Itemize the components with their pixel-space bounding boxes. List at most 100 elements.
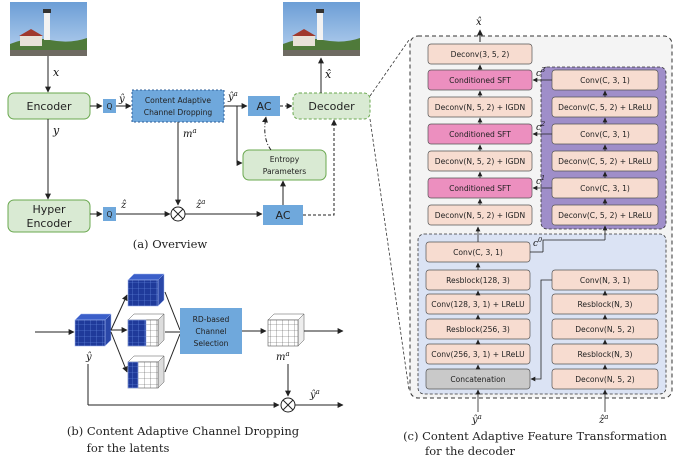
zbranch-3-label: Resblock(N, 3) [578, 350, 633, 359]
condition-col-4: Conv(C, 3, 1) [551, 177, 659, 199]
decoder-col-6: Deconv(N, 5, 2) + IGDN [427, 204, 533, 226]
ac-top-label: AC [256, 100, 271, 113]
decoder-block: Decoder [292, 92, 371, 120]
ybranch-1-label: Resblock(128, 3) [446, 276, 510, 285]
candidate-cube-1 [127, 273, 165, 307]
zbranch-1: Resblock(N, 3) [551, 293, 659, 315]
decoder-col-6-label: Deconv(N, 5, 2) + IGDN [435, 211, 525, 220]
zbranch-3: Resblock(N, 3) [551, 343, 659, 365]
rd-label-1: RD-based [193, 315, 230, 324]
symbol-c0: c0 [533, 236, 542, 249]
decoder-col-5: Conditioned SFT [427, 177, 533, 199]
rd-label-2: Channel [195, 327, 226, 336]
symbol-xhat-c: x̂ [476, 17, 482, 28]
decoder-col-1-label: Conditioned SFT [449, 76, 511, 85]
decoder-col-2-label: Deconv(N, 5, 2) + IGDN [435, 103, 525, 112]
condition-col-3: Deconv(C, 5, 2) + LReLU [551, 150, 659, 172]
condition-col-3-label: Deconv(C, 5, 2) + LReLU [558, 157, 652, 166]
decoder-col-4: Deconv(N, 5, 2) + IGDN [427, 150, 533, 172]
quantizer-bottom: Q [103, 207, 116, 221]
symbol-za-c: ẑa [598, 413, 608, 426]
ac-bottom-block: AC [263, 205, 303, 225]
condition-col-2-label: Conv(C, 3, 1) [580, 130, 630, 139]
zbranch-2-label: Deconv(N, 5, 2) [575, 325, 635, 334]
rd-selection-block: RD-based Channel Selection [180, 308, 242, 354]
channel-dropping-label-2: Channel Dropping [144, 108, 213, 117]
ybranch-3-label: Resblock(256, 3) [446, 325, 510, 334]
entropy-label-1: Entropy [270, 155, 300, 164]
multiply-node-a [170, 206, 186, 222]
entropy-parameters-block: Entropy Parameters [242, 149, 327, 181]
channel-dropping-block: Content Adaptive Channel Dropping [131, 89, 225, 123]
hyper-encoder-block: Hyper Encoder [7, 199, 91, 233]
candidate-cube-3 [127, 355, 165, 389]
zbranch-0-label: Conv(N, 3, 1) [580, 276, 630, 285]
ybranch-4: Conv(256, 3, 1) + LReLU [425, 343, 531, 365]
symbol-ya-c: ŷa [471, 413, 482, 426]
quantizer-top: Q [103, 99, 116, 113]
symbol-ya-b: ŷa [309, 388, 320, 401]
entropy-label-2: Parameters [263, 167, 307, 176]
decoder-col-3: Conditioned SFT [427, 123, 533, 145]
symbol-zhat: ẑ [120, 200, 127, 211]
quantizer-top-label: Q [107, 102, 113, 111]
ybranch-5: Concatenation [425, 368, 531, 390]
decoder-col-5-label: Conditioned SFT [449, 184, 511, 193]
decoder-col-4-label: Deconv(N, 5, 2) + IGDN [435, 157, 525, 166]
symbol-yhat-top: ŷ [118, 94, 125, 105]
dropping-panel: ŷ RD-based Chan [35, 273, 344, 455]
symbol-yhat-b: ŷ [85, 352, 92, 363]
decoder-col-3-label: Conditioned SFT [449, 130, 511, 139]
ybranch-2-label: Conv(128, 3, 1) + LReLU [431, 300, 524, 309]
condition-col-5-label: Deconv(C, 5, 2) + LReLU [558, 211, 652, 220]
decoder-col-1: Conditioned SFT [427, 69, 533, 91]
candidate-cube-2 [127, 313, 165, 347]
caption-b-2: for the latents [87, 441, 170, 455]
ac-bottom-label: AC [275, 209, 290, 222]
symbol-y: y [52, 124, 60, 137]
hyper-encoder-label-2: Encoder [27, 217, 72, 230]
symbol-c3: c3 [536, 66, 545, 79]
ybranch-2: Conv(128, 3, 1) + LReLU [425, 293, 531, 315]
zbranch-4: Deconv(N, 5, 2) [551, 368, 659, 390]
rd-label-3: Selection [194, 339, 229, 348]
input-image [10, 2, 87, 56]
encoder-label: Encoder [27, 100, 72, 113]
condition-col-4-label: Conv(C, 3, 1) [580, 184, 630, 193]
quantizer-bottom-label: Q [107, 210, 113, 219]
condition-col-2: Conv(C, 3, 1) [551, 123, 659, 145]
symbol-x: x [53, 66, 60, 79]
ybranch-4-label: Conv(256, 3, 1) + LReLU [431, 350, 524, 359]
symbol-ma: ma [183, 127, 197, 140]
symbol-ma-b: ma [276, 350, 290, 363]
condition-col-1: Deconv(C, 5, 2) + LReLU [551, 96, 659, 118]
condition-col-0-label: Conv(C, 3, 1) [580, 76, 630, 85]
caption-c-1: (c) Content Adaptive Feature Transformat… [403, 429, 667, 443]
symbol-c1: c1 [536, 174, 545, 187]
zbranch-0: Conv(N, 3, 1) [551, 269, 659, 291]
decoder-col-2: Deconv(N, 5, 2) + IGDN [427, 96, 533, 118]
channel-dropping-label-1: Content Adaptive [145, 96, 212, 105]
latent-cube [74, 313, 112, 347]
symbol-za: ẑa [195, 198, 205, 211]
condition-col-1-label: Deconv(C, 5, 2) + LReLU [558, 103, 652, 112]
output-image [283, 2, 360, 56]
mask-cube [267, 313, 305, 347]
zbranch-2: Deconv(N, 5, 2) [551, 318, 659, 340]
encoder-block: Encoder [7, 92, 91, 120]
ybranch-3: Resblock(256, 3) [425, 318, 531, 340]
caption-a: (a) Overview [133, 237, 208, 251]
symbol-xhat: x̂ [325, 68, 332, 81]
symbol-c2: c2 [536, 120, 545, 133]
overview-panel: x Encoder Q ŷ Content Adaptive Channel D… [7, 2, 371, 251]
condition-col-5: Deconv(C, 5, 2) + LReLU [551, 204, 659, 226]
symbol-ya-top: ŷa [227, 90, 238, 103]
ac-top-block: AC [248, 96, 280, 116]
hyper-encoder-label-1: Hyper [32, 203, 66, 216]
decoder-col-0: Deconv(3, 5, 2) [427, 43, 533, 65]
condition-col-0: Conv(C, 3, 1) [551, 69, 659, 91]
zbranch-1-label: Resblock(N, 3) [578, 300, 633, 309]
ybranch-5-label: Concatenation [450, 375, 505, 384]
transform-panel: x̂ Deconv(3, 5, 2) Conditioned SFT Decon… [403, 17, 673, 458]
